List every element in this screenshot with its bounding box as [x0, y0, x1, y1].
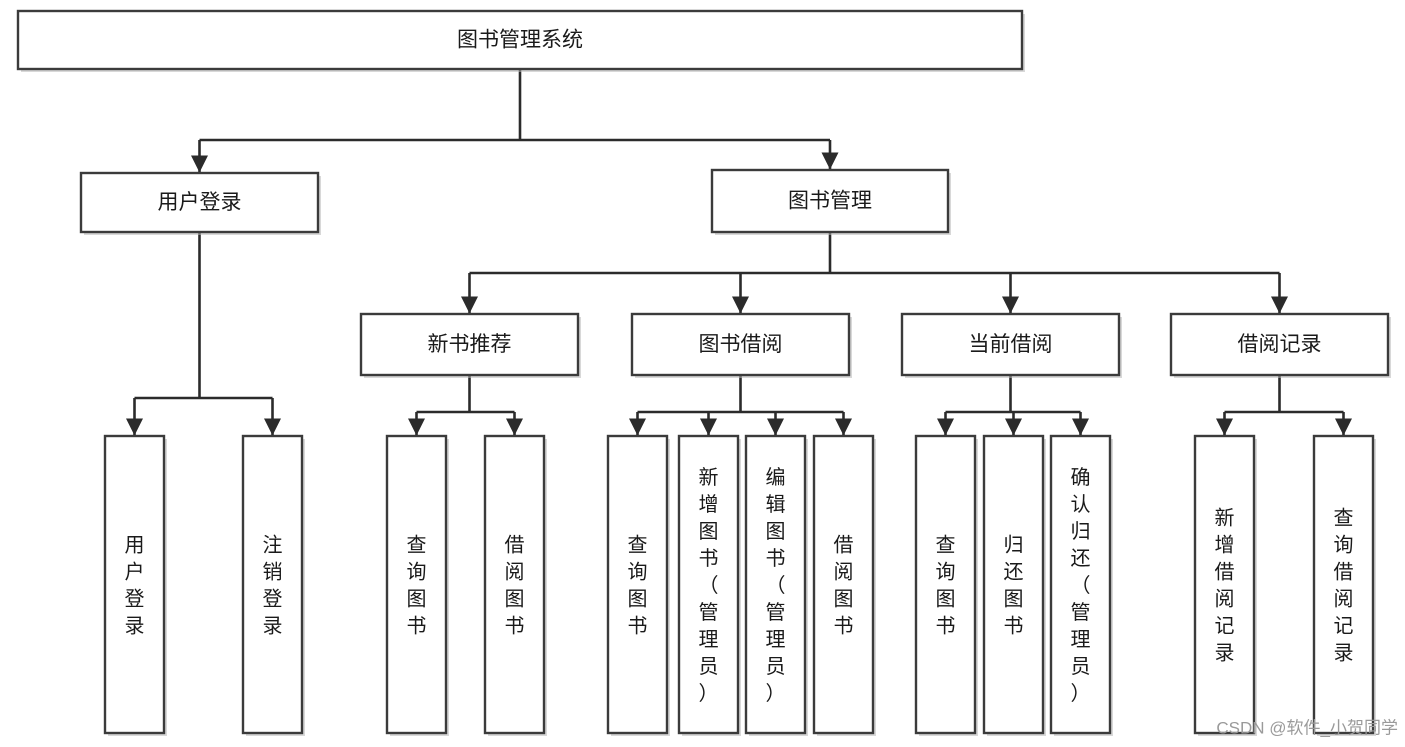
node-layer: 图书管理系统用户登录图书管理新书推荐图书借阅当前借阅借阅记录用户登录注销登录查询… — [16, 9, 1391, 736]
arrowhead-book-borrow-2 — [767, 418, 784, 436]
connector-root — [191, 69, 839, 173]
arrowhead-current-borrow-2 — [1072, 418, 1089, 436]
node-label: 新书推荐 — [428, 333, 512, 356]
connector-book-borrow — [629, 375, 852, 436]
node-leaf-query-book-2[interactable]: 查询图书 — [606, 434, 670, 736]
arrowhead-current-borrow-0 — [937, 418, 954, 436]
node-leaf-query-record[interactable]: 查询借阅记录 — [1312, 434, 1376, 736]
connector-borrow-record — [1216, 375, 1352, 436]
node-label: 查询图书 — [407, 534, 427, 638]
node-label: 新增图书（管理员） — [699, 466, 719, 705]
arrowhead-new-book-recommend-1 — [506, 418, 523, 436]
connector-current-borrow — [937, 375, 1089, 436]
csdn-watermark: CSDN @软件_小贺同学 — [1216, 718, 1398, 737]
node-label: 图书借阅 — [699, 333, 783, 356]
node-label: 注销登录 — [263, 534, 283, 638]
node-leaf-query-book-3[interactable]: 查询图书 — [914, 434, 978, 736]
node-label: 确认归还（管理员） — [1071, 466, 1091, 705]
node-book-borrow[interactable]: 图书借阅 — [630, 312, 852, 378]
node-new-book-recommend[interactable]: 新书推荐 — [359, 312, 581, 378]
node-user-login[interactable]: 用户登录 — [79, 171, 321, 235]
node-label: 新增借阅记录 — [1215, 507, 1235, 665]
node-leaf-add-record[interactable]: 新增借阅记录 — [1193, 434, 1257, 736]
node-label: 图书管理系统 — [457, 29, 583, 52]
arrowhead-root-1 — [821, 152, 839, 170]
node-label: 编辑图书（管理员） — [766, 466, 786, 705]
arrowhead-new-book-recommend-0 — [408, 418, 425, 436]
arrowhead-book-manage-0 — [461, 296, 478, 314]
node-label: 查询图书 — [936, 534, 956, 638]
connector-new-book-recommend — [408, 375, 523, 436]
node-leaf-add-book[interactable]: 新增图书（管理员） — [677, 434, 741, 736]
node-leaf-query-book-1[interactable]: 查询图书 — [385, 434, 449, 736]
node-borrow-record[interactable]: 借阅记录 — [1169, 312, 1391, 378]
node-leaf-borrow-book-1[interactable]: 借阅图书 — [483, 434, 547, 736]
arrowhead-book-borrow-0 — [629, 418, 646, 436]
arrowhead-book-borrow-1 — [700, 418, 717, 436]
node-label: 借阅图书 — [505, 534, 525, 638]
node-label: 借阅图书 — [834, 534, 854, 638]
node-leaf-borrow-book-2[interactable]: 借阅图书 — [812, 434, 876, 736]
arrowhead-book-manage-1 — [732, 296, 749, 314]
node-label: 用户登录 — [125, 535, 145, 638]
arrowhead-borrow-record-1 — [1335, 418, 1352, 436]
arrowhead-borrow-record-0 — [1216, 418, 1233, 436]
node-book-manage[interactable]: 图书管理 — [710, 168, 951, 235]
node-label: 查询借阅记录 — [1334, 507, 1354, 665]
arrowhead-book-borrow-3 — [835, 418, 852, 436]
node-leaf-edit-book[interactable]: 编辑图书（管理员） — [744, 434, 808, 736]
arrowhead-root-0 — [191, 155, 208, 173]
node-label: 查询图书 — [628, 534, 648, 638]
node-leaf-confirm-return[interactable]: 确认归还（管理员） — [1049, 434, 1113, 736]
node-root[interactable]: 图书管理系统 — [16, 9, 1025, 72]
node-label: 归还图书 — [1004, 534, 1024, 638]
node-label: 借阅记录 — [1238, 333, 1322, 356]
arrowhead-book-manage-3 — [1271, 296, 1288, 314]
connector-book-manage — [461, 232, 1288, 314]
arrowhead-book-manage-2 — [1002, 296, 1019, 314]
arrowhead-user-login-0 — [126, 418, 143, 436]
node-current-borrow[interactable]: 当前借阅 — [900, 312, 1122, 378]
connector-layer — [126, 69, 1352, 436]
node-leaf-logout[interactable]: 注销登录 — [241, 434, 305, 736]
node-leaf-return-book[interactable]: 归还图书 — [982, 434, 1046, 736]
arrowhead-current-borrow-1 — [1005, 418, 1022, 436]
node-label: 用户登录 — [158, 191, 242, 214]
connector-user-login — [126, 232, 281, 436]
node-leaf-user-login[interactable]: 用户登录 — [103, 434, 167, 736]
arrowhead-user-login-1 — [264, 418, 281, 436]
node-label: 图书管理 — [788, 190, 872, 213]
node-label: 当前借阅 — [969, 333, 1053, 356]
